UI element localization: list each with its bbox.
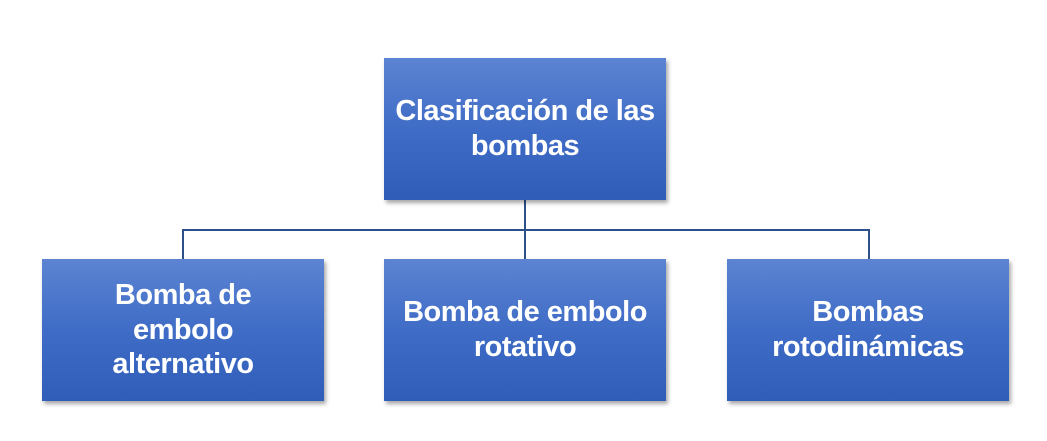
child-node-alternativo: Bomba de embolo alternativo bbox=[42, 259, 324, 401]
connector-left-drop bbox=[182, 229, 184, 259]
connector-horizontal bbox=[182, 229, 870, 231]
root-node: Clasificación de las bombas bbox=[384, 58, 666, 200]
connector-root-stem bbox=[524, 200, 526, 231]
child-node-label: Bomba de embolo rotativo bbox=[403, 296, 647, 363]
connector-right-drop bbox=[868, 229, 870, 259]
connector-middle-drop bbox=[524, 229, 526, 259]
root-node-label: Clasificación de las bombas bbox=[395, 95, 655, 162]
child-node-rotativo: Bomba de embolo rotativo bbox=[384, 259, 666, 401]
child-node-label: Bombas rotodinámicas bbox=[772, 296, 964, 363]
child-node-label: Bomba de embolo alternativo bbox=[112, 278, 254, 381]
child-node-rotodinamicas: Bombas rotodinámicas bbox=[727, 259, 1009, 401]
